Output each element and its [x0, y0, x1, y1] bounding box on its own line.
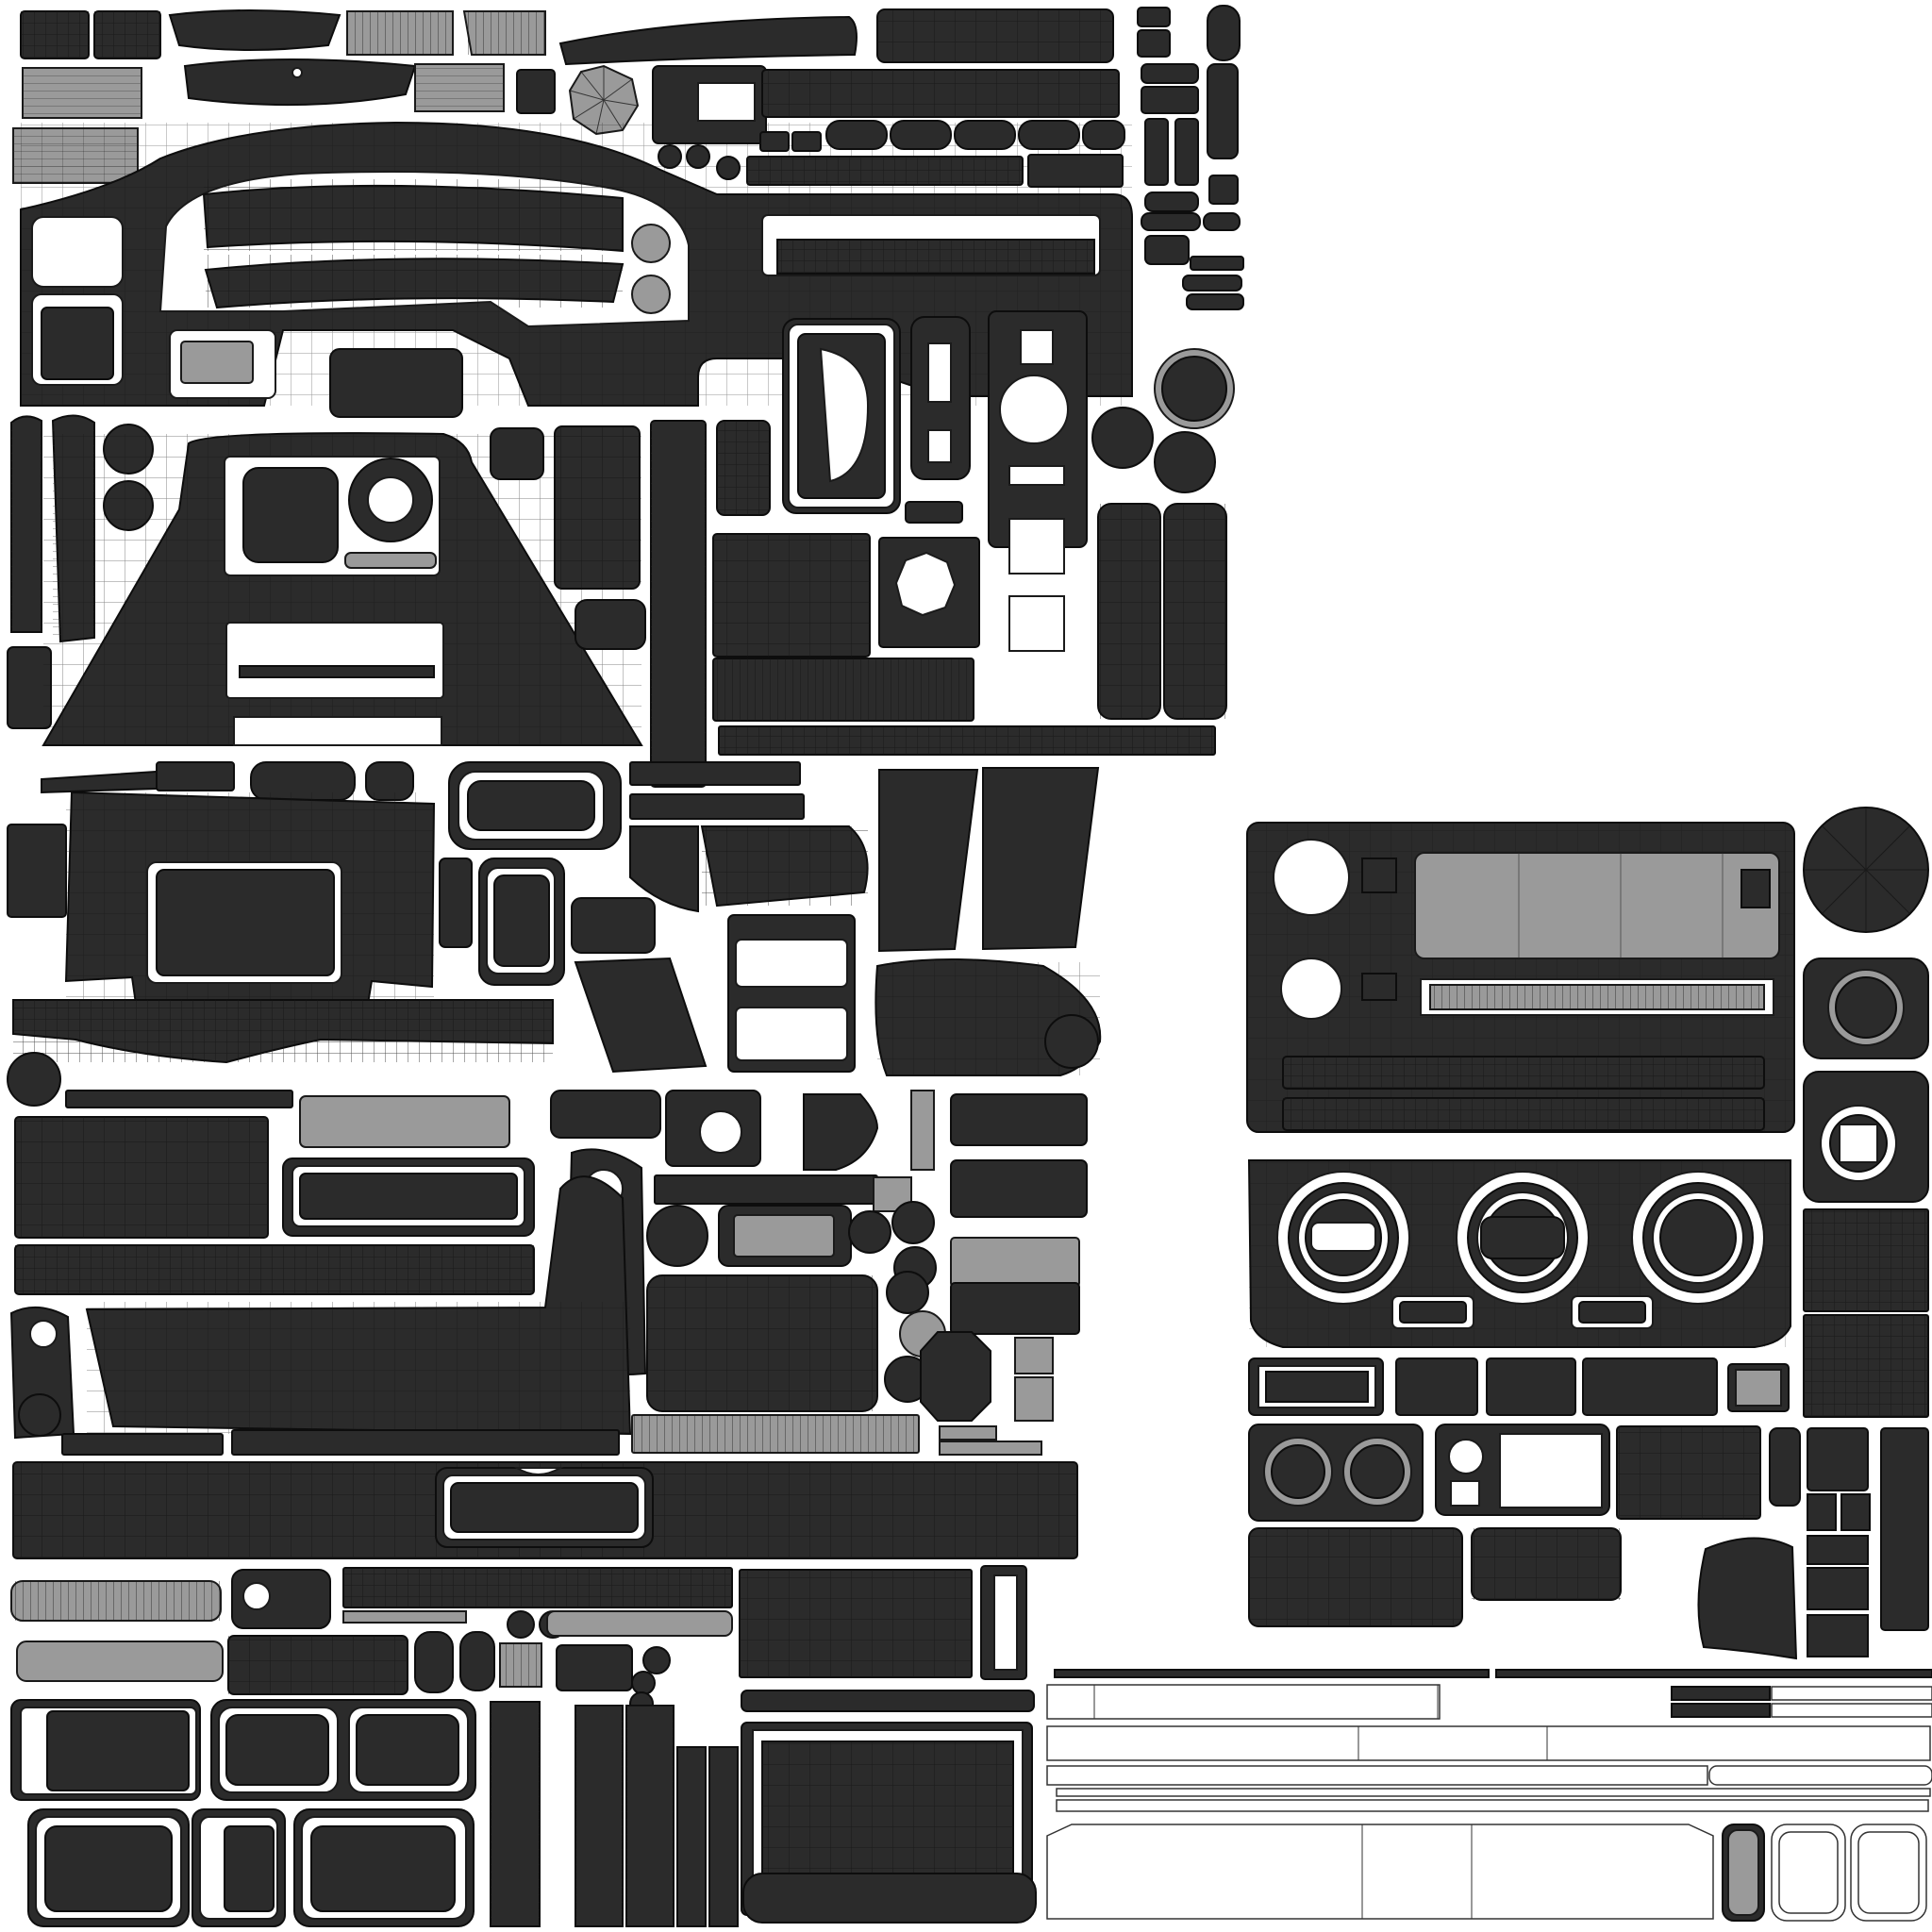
climate-panel-island: [1246, 822, 1795, 1133]
island-group-vents-center: [782, 310, 1235, 720]
island-group-outline-strips: [1046, 1669, 1932, 1922]
uv-island: [558, 15, 858, 66]
row-of-small-vents: [825, 120, 1125, 150]
center-console-trapezoid: [42, 432, 643, 746]
island-group-lower-left: [7, 999, 1088, 1422]
uv-island: [183, 58, 417, 107]
uv-island: [516, 69, 556, 114]
island-group-right-lower: [1248, 1357, 1929, 1660]
island-group-middle-left: [7, 761, 1102, 1076]
climate-knob-panel-island: [1247, 1159, 1791, 1348]
island-group-console-right: [490, 420, 1216, 788]
octagon-island: [920, 1331, 991, 1422]
island-group-bottom-left: [10, 1565, 1035, 1716]
island-group-right-column: [1803, 807, 1929, 1418]
island-group-top-center: [558, 8, 1125, 188]
island-group-bottom-frames: [10, 1699, 1037, 1927]
uv-island: [168, 9, 341, 51]
island-group-top-right-column: [1137, 5, 1244, 310]
island-group-big-lower-band: [9, 1175, 1078, 1559]
